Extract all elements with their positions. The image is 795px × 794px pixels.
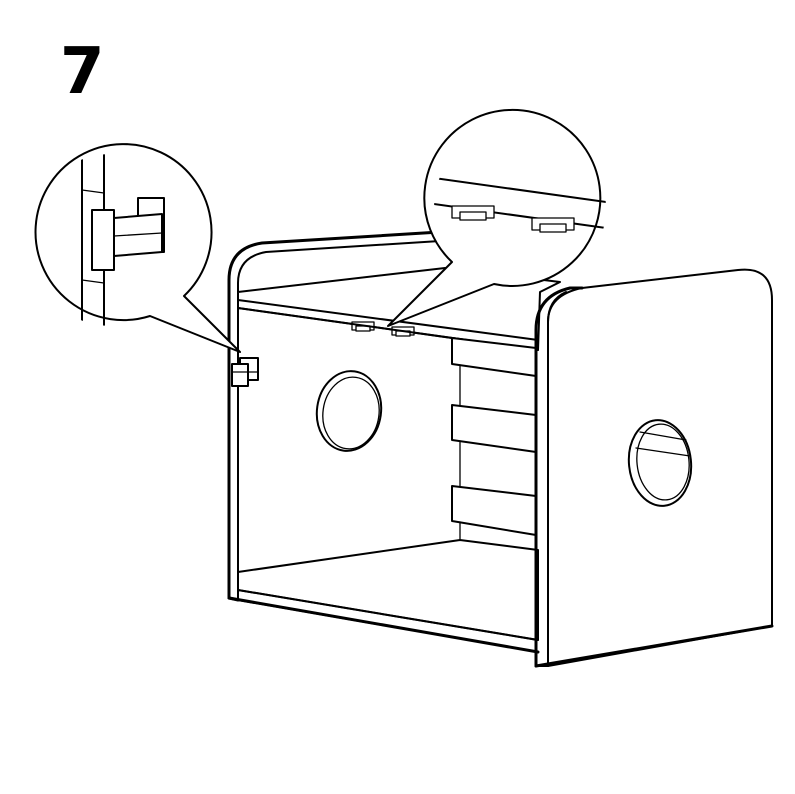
right-panel-hole (627, 419, 693, 507)
side-clip (231, 357, 259, 387)
left-panel-hole-inner (322, 376, 380, 450)
cabinet-back-top-edge (227, 230, 442, 600)
left-panel-hole (315, 370, 383, 452)
right-side-panel-edge (534, 286, 584, 668)
right-side-panel (547, 268, 773, 667)
right-hole-shelf-line-2 (635, 447, 691, 457)
right-side-panel-front (535, 291, 567, 667)
bottom-shelf-front (237, 589, 539, 641)
bottom-shelf (237, 539, 539, 641)
detail-clip-1 (451, 205, 495, 221)
right-panel-hole-inner (636, 423, 690, 501)
cabinet (227, 230, 774, 668)
right-side-bottom (534, 624, 774, 668)
base-lower-edge (237, 599, 539, 653)
right-hole-shelf-line (639, 431, 687, 441)
cabinet-left-wall-inner (237, 240, 441, 599)
detail-clip-2 (531, 217, 575, 233)
step-number: 7 (60, 35, 105, 109)
right-detail-callout (387, 108, 606, 327)
top-shelf-front-edge (237, 299, 539, 341)
back-slats (451, 337, 537, 541)
left-detail-callout (34, 143, 241, 353)
